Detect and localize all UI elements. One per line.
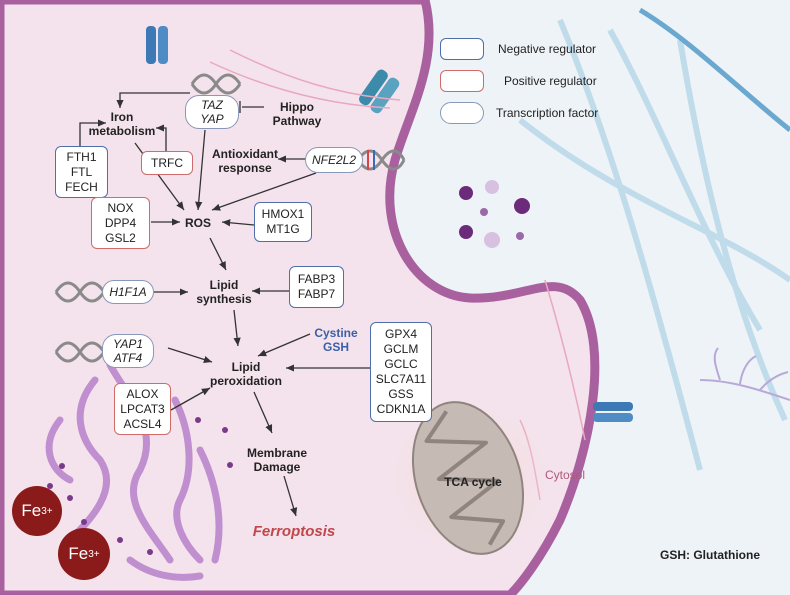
iron-line-1: Iron xyxy=(110,110,134,124)
lipid-per-line-1: Lipid xyxy=(231,360,261,374)
tf-h1f1a: H1F1A xyxy=(102,280,154,304)
legend-key-negative xyxy=(440,38,484,60)
gene-lpcat3: LPCAT3 xyxy=(120,401,165,416)
legend-transcription-label: Transcription factor xyxy=(496,106,599,120)
fe-symbol-2: Fe xyxy=(68,544,89,563)
tf-taz-yap: TAZ YAP xyxy=(185,95,239,129)
membrane-line-1: Membrane xyxy=(246,446,308,460)
dna-helix-nfe2l2 xyxy=(356,149,406,171)
gene-gclc: GCLC xyxy=(384,357,418,371)
antiox-line-2: response xyxy=(218,161,272,175)
dna-helix-yap1 xyxy=(54,341,106,363)
tf-atf4: ATF4 xyxy=(113,351,143,365)
gene-gpx4: GPX4 xyxy=(384,327,417,341)
box-fth1-ftl-fech: FTH1 FTL FECH xyxy=(55,146,108,198)
ferroptosis-label: Ferroptosis xyxy=(252,523,336,540)
fe-charge-1: 3+ xyxy=(41,505,53,517)
gene-nox: NOX xyxy=(107,200,134,215)
tf-yap1: YAP1 xyxy=(112,337,144,351)
iron-line-2: metabolism xyxy=(88,124,156,138)
neuron-branch xyxy=(699,347,790,401)
box-nox-dpp4-gsl2: NOX DPP4 GSL2 xyxy=(91,197,150,249)
gene-slc7a11: SLC7A11 xyxy=(375,372,427,386)
gene-fech: FECH xyxy=(65,179,98,194)
tf-yap: YAP xyxy=(200,112,224,126)
gene-gsl2: GSL2 xyxy=(105,230,136,245)
gene-fabp7: FABP7 xyxy=(297,287,336,301)
membrane-channel-top xyxy=(146,26,168,64)
box-hmox1-mt1g: HMOX1 MT1G xyxy=(254,202,312,242)
gene-gss: GSS xyxy=(388,387,414,401)
box-fabp3-fabp7: FABP3 FABP7 xyxy=(289,266,344,308)
gene-hmox1: HMOX1 xyxy=(261,207,305,221)
extracellular-fibers xyxy=(518,18,790,471)
legend-key-positive xyxy=(440,70,484,92)
gene-dpp4: DPP4 xyxy=(104,215,137,230)
tf-taz: TAZ xyxy=(201,98,223,112)
membrane-line-2: Damage xyxy=(253,460,301,474)
gene-cdkn1a: CDKN1A xyxy=(376,402,426,416)
tf-nfe2l2: NFE2L2 xyxy=(305,147,363,173)
box-trfc: TRFC xyxy=(141,151,193,175)
membrane-channel-right xyxy=(593,402,633,422)
gene-trfc: TRFC xyxy=(151,155,183,170)
gene-gclm: GCLM xyxy=(383,342,419,356)
antiox-line-1: Antioxidant xyxy=(212,147,278,161)
gene-ftl: FTL xyxy=(70,164,93,179)
hippo-line-2: Pathway xyxy=(272,114,322,128)
box-gpx4-group: GPX4 GCLM GCLC SLC7A11 GSS CDKN1A xyxy=(370,322,432,422)
er-ribosomes xyxy=(47,417,233,555)
pathway-arrows xyxy=(79,92,370,517)
tca-cycle-label: TCA cycle xyxy=(444,475,502,489)
lipid-peroxidation-label: Lipid peroxidation xyxy=(206,360,286,388)
legend-positive-label: Positive regulator xyxy=(504,74,597,88)
gene-fabp3: FABP3 xyxy=(297,272,336,286)
gene-alox: ALOX xyxy=(126,386,159,401)
ros-label: ROS xyxy=(184,216,211,230)
membrane-damage-label: Membrane Damage xyxy=(242,446,312,474)
fe-symbol-1: Fe xyxy=(21,501,42,520)
mitochondrion xyxy=(411,401,525,555)
gsh-glutathione-note: GSH: Glutathione xyxy=(660,548,760,562)
lipid-syn-line-2: synthesis xyxy=(196,292,252,306)
gene-acsl4: ACSL4 xyxy=(123,416,162,431)
dna-helix-h1f1a xyxy=(54,281,106,303)
hippo-line-1: Hippo xyxy=(280,100,314,114)
fe-charge-2: 3+ xyxy=(88,548,100,560)
tf-yap1-atf4: YAP1 ATF4 xyxy=(102,334,154,368)
box-alox-lpcat3-acsl4: ALOX LPCAT3 ACSL4 xyxy=(114,383,171,435)
legend-key-transcription xyxy=(440,102,484,124)
vesicle-dots xyxy=(459,180,530,248)
iron-metabolism-label: Iron metabolism xyxy=(82,110,162,138)
gene-mt1g: MT1G xyxy=(266,222,300,236)
legend-negative-label: Negative regulator xyxy=(498,42,597,56)
blue-fiber xyxy=(638,7,790,132)
lipid-synthesis-label: Lipid synthesis xyxy=(194,278,254,306)
cystine-gsh-label: Cystine GSH xyxy=(310,326,362,354)
hippo-pathway-label: Hippo Pathway xyxy=(266,100,328,128)
antioxidant-response-label: Antioxidant response xyxy=(208,147,282,175)
gene-fth1: FTH1 xyxy=(66,149,97,164)
cytosol-label: Cytosol xyxy=(544,468,585,482)
dna-helix-taz xyxy=(190,73,242,95)
cystine-line-1: Cystine xyxy=(314,326,358,340)
lipid-syn-line-1: Lipid xyxy=(209,278,239,292)
lipid-per-line-2: peroxidation xyxy=(209,374,282,388)
cystine-line-2: GSH xyxy=(322,340,349,354)
